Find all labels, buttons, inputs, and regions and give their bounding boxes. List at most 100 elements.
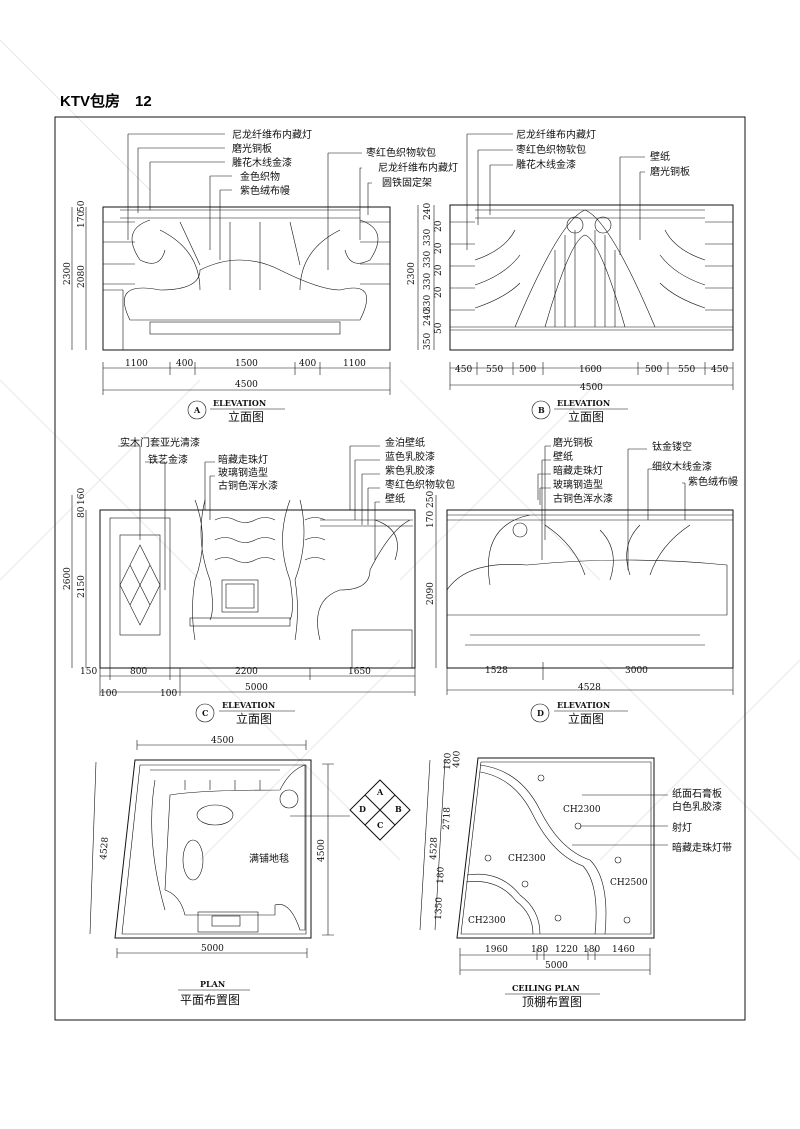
drawing-linework — [118, 445, 380, 590]
elevation-c-callouts-right-2: 紫色乳胶漆 — [385, 464, 435, 477]
drawing-linework — [450, 209, 733, 331]
elevation-a: 尼龙纤维布内藏灯 磨光铜板 雕花木线金漆 金色织物 紫色绒布幔 枣红色织物软包 … — [63, 128, 458, 424]
drawing-linework — [195, 703, 215, 723]
ceiling-plan-callouts-1: 白色乳胶漆 — [672, 800, 722, 813]
elevation-c-callouts-mid-2: 古铜色浑水漆 — [218, 479, 278, 492]
drawing-linework — [479, 764, 607, 935]
drawing-linework — [192, 499, 305, 641]
elevation-d-height-dims-0: 250 — [426, 491, 436, 508]
drawing-linework — [71, 495, 416, 696]
drawing-linework — [531, 400, 551, 420]
drawing-linework — [89, 740, 350, 958]
drawing-linework — [182, 839, 204, 881]
compass-key: A B C D — [349, 779, 411, 841]
elevation-a-width-dims-0: 1100 — [125, 359, 148, 369]
elevation-d-callouts-right-1: 细纹木线金漆 — [652, 460, 712, 473]
elevation-b-height-dims-7: 330 — [423, 273, 433, 290]
marker-c: C — [202, 708, 208, 718]
sheet-title: KTV包房 12 — [60, 92, 152, 110]
drawing-linework — [521, 880, 529, 888]
drawing-linework — [317, 519, 413, 641]
elevation-b-name: 立面图 — [568, 409, 604, 424]
elevation-b-height-dims-2: 20 — [434, 220, 444, 232]
ceiling-plan-callouts-0: 纸面石膏板 — [672, 787, 722, 800]
drawing-linework — [474, 229, 706, 309]
drawing-linework — [419, 759, 651, 975]
ceiling-plan-left-dims-5: 1350 — [434, 897, 445, 921]
drawing-linework — [456, 757, 655, 939]
elevation-d-tag: ELEVATION — [557, 700, 610, 710]
ceiling-plan-bottom-dims-1: 180 — [531, 945, 548, 955]
elevation-d-height-dims-2: 2090 — [426, 582, 436, 605]
plan-tag: PLAN — [200, 979, 225, 989]
elevation-b-height-dims-9: 330 — [423, 295, 433, 312]
elevation-d-callouts-left-1: 壁纸 — [553, 450, 573, 463]
elevation-b-width-dims-0: 450 — [455, 365, 472, 375]
drawing-linework — [127, 133, 232, 260]
elevation-d-callouts-left-2: 暗藏走珠灯 — [553, 464, 603, 477]
elevation-b-height-dims-11: 50 — [434, 322, 444, 334]
elevation-c-callouts-left-1: 铁艺金漆 — [148, 453, 188, 466]
drawing-linework — [279, 789, 299, 809]
ceiling-plan-bottom-dims-3: 180 — [583, 945, 600, 955]
drawing-linework — [544, 524, 691, 581]
marker-a: A — [193, 405, 201, 415]
plan-floor-label: 满铺地毯 — [249, 852, 289, 865]
drawing-linework — [149, 321, 341, 335]
ceiling-plan-bottom-dims-2: 1220 — [555, 945, 578, 955]
elevation-c-tag: ELEVATION — [222, 700, 275, 710]
elevation-b-height-dims-12: 350 — [423, 333, 433, 350]
drawing-linework — [225, 583, 255, 609]
drawing-linework — [594, 216, 612, 234]
elevation-d-callouts-left-0: 磨光铜板 — [553, 436, 593, 449]
floor-plan: 满铺地毯 4500 5000 4528 4500 A B C D PLAN 平面… — [89, 736, 411, 1007]
elevation-c-sub-dims-1: 100 — [160, 689, 177, 699]
ceiling-plan-name: 顶棚布置图 — [522, 994, 582, 1009]
drawing-linework — [124, 219, 379, 321]
spotlights — [484, 774, 631, 924]
drawing-linework — [71, 207, 391, 395]
drawing-linework — [102, 206, 391, 351]
drawing-linework — [446, 514, 733, 646]
elevation-c-callouts-right-0: 金泊壁纸 — [385, 436, 425, 449]
elevation-d-height-dims-1: 170 — [426, 511, 436, 528]
drawing-linework — [349, 779, 411, 841]
elevation-c-total-width: 5000 — [245, 683, 268, 693]
drawing-linework — [466, 133, 645, 255]
dimensions: 250 170 2090 1528 3000 4528 — [426, 491, 734, 695]
elevation-a-callouts-left-1: 磨光铜板 — [232, 142, 272, 155]
elevation-a-callouts-right-2: 圆铁固定架 — [382, 176, 432, 189]
elevation-d-callouts-left-3: 玻璃钢造型 — [553, 478, 603, 491]
elevation-a-height-dims-1: 2080 — [77, 265, 87, 288]
drawing-linework — [465, 873, 541, 935]
elevation-a-total-width: 4500 — [235, 380, 258, 390]
elevation-c-height-dims-2: 160 — [77, 488, 87, 505]
elevation-d: 磨光铜板 壁纸 暗藏走珠灯 玻璃钢造型 古铜色浑水漆 钛金镂空 细纹木线金漆 紫… — [426, 436, 738, 726]
drawing-linework — [197, 911, 259, 933]
elevation-b-height-dims-5: 330 — [423, 251, 433, 268]
drawing-linework — [614, 856, 622, 864]
plan-compass-0: A — [376, 787, 384, 797]
drawing-linework — [150, 769, 280, 911]
drawing-linework — [512, 522, 528, 538]
ceiling-plan-left-dims-3: 4528 — [429, 837, 440, 861]
elevation-b-width-dims-2: 500 — [519, 365, 536, 375]
drawing-linework — [102, 289, 124, 351]
elevation-b-callouts-left-2: 雕花木线金漆 — [516, 158, 576, 171]
ceiling-plan: CH2300 CH2300 CH2300 CH2500 纸面石膏板 白色乳胶漆 … — [419, 750, 732, 1009]
elevation-c-callouts-right-1: 蓝色乳胶漆 — [385, 450, 435, 463]
elevation-c-height-dims-0: 2600 — [63, 567, 73, 590]
elevation-c-callouts-left-0: 实木门套亚光清漆 — [120, 436, 200, 449]
drawing-linework — [446, 509, 734, 669]
drawing-linework — [164, 764, 306, 931]
drawing-linework — [114, 759, 312, 939]
drawing-linework — [554, 230, 616, 327]
drawing-linework — [435, 495, 734, 695]
elevation-d-total-width: 4528 — [578, 683, 601, 693]
elevation-b-callouts-right-0: 壁纸 — [650, 150, 670, 163]
drawing-linework — [537, 774, 545, 782]
plan-bottom-dim: 5000 — [201, 944, 224, 954]
elevation-c-width-dims-3: 1650 — [348, 667, 371, 677]
elevation-c-callouts-right-4: 壁纸 — [385, 492, 405, 505]
